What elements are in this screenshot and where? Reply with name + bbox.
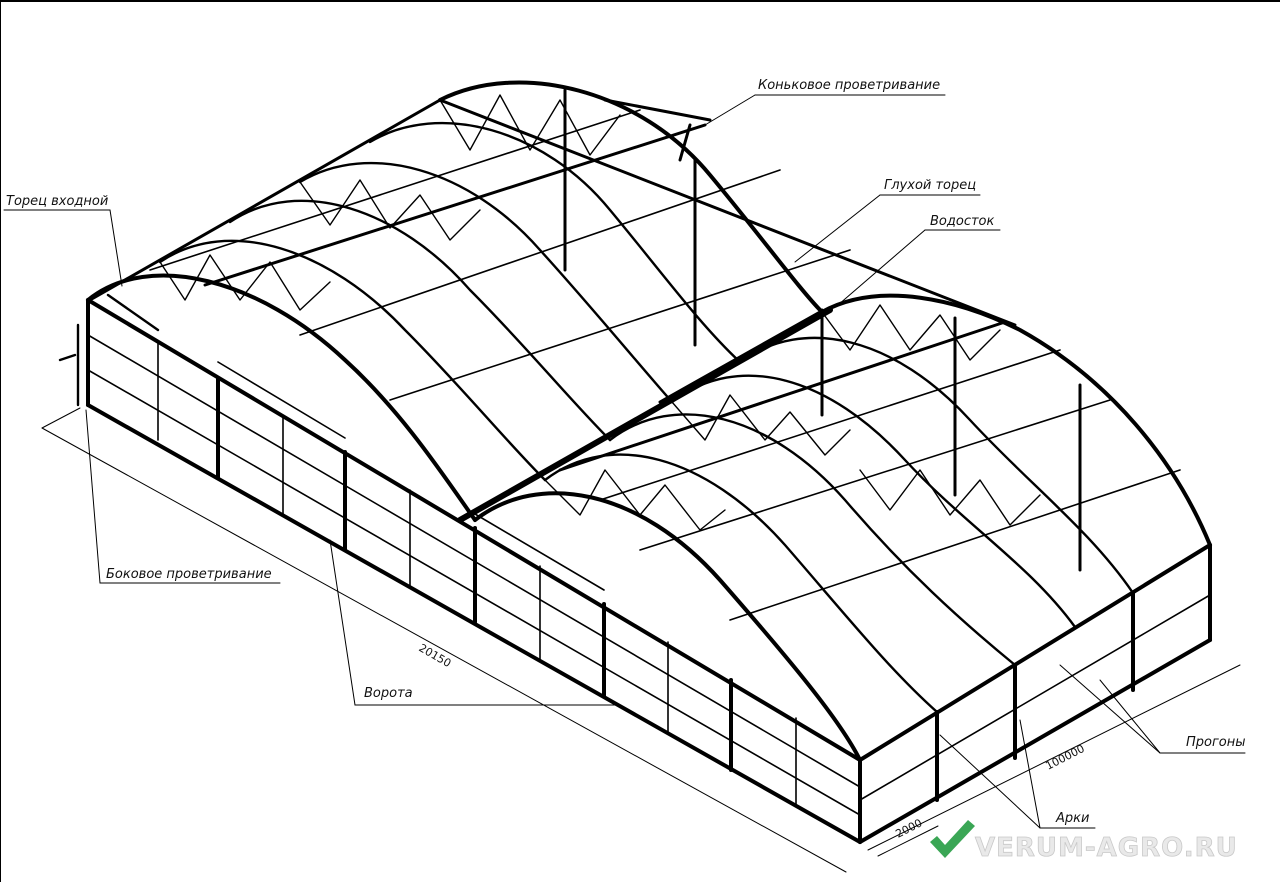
leader-lines bbox=[3, 94, 1246, 829]
label-arches: Арки bbox=[1055, 811, 1089, 826]
dimension-width: 100000 bbox=[1043, 742, 1086, 773]
greenhouse-frame bbox=[3, 80, 1246, 873]
ridge-purlins bbox=[88, 98, 1007, 472]
label-gutter: Водосток bbox=[930, 214, 994, 229]
span2-arches bbox=[473, 293, 1212, 762]
ridge-vent bbox=[603, 98, 712, 162]
dimension-values: 20150 100000 2000 bbox=[417, 641, 1087, 840]
span1-arches bbox=[86, 80, 824, 522]
label-entrance-end: Торец входной bbox=[6, 194, 108, 209]
front-side-wall-rails bbox=[87, 334, 861, 816]
roof-purlins bbox=[149, 109, 1181, 621]
truss-bracing bbox=[159, 94, 1041, 531]
label-gate: Ворота bbox=[364, 686, 413, 701]
dimension-lines bbox=[41, 407, 1241, 873]
watermark: VERUM-AGRO.RU bbox=[930, 820, 1238, 863]
front-side-wall bbox=[86, 298, 862, 844]
right-end-wall bbox=[858, 543, 1212, 844]
span2-intermediate-arches bbox=[543, 336, 1135, 714]
check-logo-icon bbox=[930, 820, 975, 858]
right-end-wall-rails bbox=[859, 594, 1211, 801]
dimension-length: 20150 bbox=[417, 641, 454, 670]
label-blind-end: Глухой торец bbox=[884, 178, 976, 193]
label-ridge-vent: Коньковое проветривание bbox=[758, 78, 940, 93]
callout-labels: Коньковое проветривание Глухой торец Вод… bbox=[6, 78, 1246, 826]
entrance-end bbox=[58, 293, 160, 407]
span1-intermediate-arches bbox=[158, 121, 742, 482]
watermark-text: VERUM-AGRO.RU bbox=[975, 833, 1238, 863]
label-purlins: Прогоны bbox=[1186, 735, 1246, 750]
gutter-beam bbox=[457, 307, 833, 523]
label-side-vent: Боковое проветривание bbox=[106, 567, 272, 582]
